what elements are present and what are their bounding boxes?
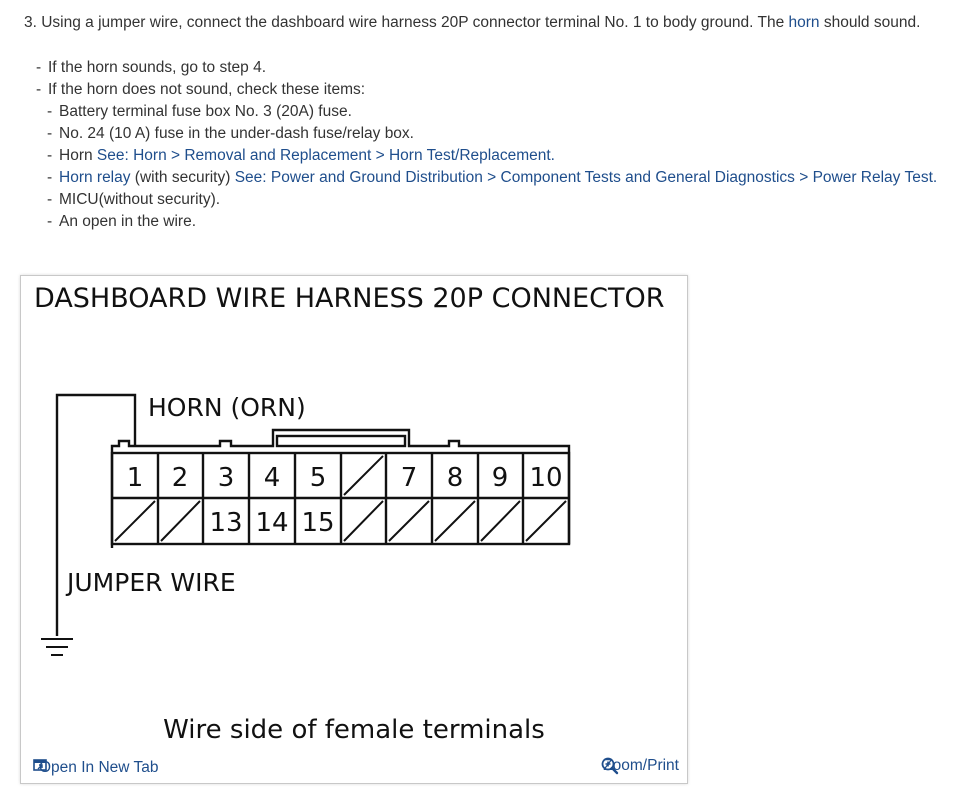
power-relay-test-link[interactable]: See: Power and Ground Distribution > Com…: [234, 169, 938, 186]
ground-symbol-icon: [41, 638, 73, 656]
list-item: -If the horn sounds, go to step 4.: [36, 57, 937, 79]
zoom-print-button[interactable]: Zoom/Print: [601, 757, 679, 775]
connector-outline-top: [110, 428, 571, 548]
horn-test-link[interactable]: See: Horn > Removal and Replacement > Ho…: [96, 147, 555, 164]
terminal-7-label: 7: [401, 463, 418, 493]
list-item-text: Battery terminal fuse box No. 3 (20A) fu…: [59, 103, 352, 120]
diagram-caption: Wire side of female terminals: [163, 715, 545, 745]
list-dash: -: [47, 191, 53, 208]
jumper-wire-label: JUMPER WIRE: [65, 568, 236, 597]
connector-lock-tab: [275, 434, 407, 448]
list-dash: -: [47, 213, 53, 230]
list-dash: -: [36, 59, 42, 76]
list-item-text: If the horn sounds, go to step 4.: [48, 59, 267, 76]
list-dash: -: [47, 147, 53, 164]
list-item-text: Horn: [59, 147, 97, 164]
sub-list-item: -Horn See: Horn > Removal and Replacemen…: [36, 145, 937, 167]
horn-relay-link[interactable]: Horn relay: [59, 169, 131, 186]
sub-list-item: -No. 24 (10 A) fuse in the under-dash fu…: [36, 123, 937, 145]
figure-footer: Open In New Tab Zoom/Print: [21, 753, 687, 783]
open-in-new-tab-button[interactable]: Open In New Tab: [33, 759, 158, 777]
step-3-instruction: 3. Using a jumper wire, connect the dash…: [24, 13, 920, 33]
list-dash: -: [47, 169, 53, 186]
list-item-text: (with security): [130, 169, 235, 186]
terminal-10-label: 10: [529, 463, 562, 493]
zoom-print-label: Zoom/Print: [603, 757, 679, 774]
step-text-after: should sound.: [819, 14, 921, 31]
terminal-4-label: 4: [264, 463, 281, 493]
sub-list-item: -An open in the wire.: [36, 211, 937, 233]
blank-cavity-slashes: [114, 455, 567, 542]
terminal-13-label: 13: [209, 508, 242, 538]
terminal-5-label: 5: [310, 463, 327, 493]
terminal-8-label: 8: [447, 463, 464, 493]
terminal-14-label: 14: [255, 508, 288, 538]
terminal-2-label: 2: [172, 463, 189, 493]
diagram-title: DASHBOARD WIRE HARNESS 20P CONNECTOR: [34, 283, 665, 314]
connector-diagram: DASHBOARD WIRE HARNESS 20P CONNECTOR HOR…: [34, 283, 665, 745]
horn-orn-label: HORN (ORN): [148, 393, 306, 422]
terminal-numbers: 1 2 3 4 5 7 8 9 10 13 14 15: [127, 463, 563, 538]
check-list: -If the horn sounds, go to step 4. -If t…: [36, 57, 937, 233]
step-text-before: 3. Using a jumper wire, connect the dash…: [24, 14, 789, 31]
connector-column-dividers: [156, 453, 525, 544]
list-dash: -: [47, 103, 53, 120]
list-item-text: If the horn does not sound, check these …: [48, 81, 366, 98]
sub-list-item: -Battery terminal fuse box No. 3 (20A) f…: [36, 101, 937, 123]
list-item-text: MICU(without security).: [59, 191, 221, 208]
open-in-new-tab-label: Open In New Tab: [39, 759, 159, 776]
list-item-text: An open in the wire.: [59, 213, 197, 230]
list-item-text: No. 24 (10 A) fuse in the under-dash fus…: [59, 125, 414, 142]
sub-list-item: -MICU(without security).: [36, 189, 937, 211]
list-item: -If the horn does not sound, check these…: [36, 79, 937, 101]
jumper-wire: [55, 393, 137, 636]
connector-diagram-figure: DASHBOARD WIRE HARNESS 20P CONNECTOR HOR…: [20, 275, 688, 784]
list-dash: -: [36, 81, 42, 98]
list-dash: -: [47, 125, 53, 142]
terminal-3-label: 3: [218, 463, 235, 493]
horn-link[interactable]: horn: [788, 14, 820, 31]
terminal-9-label: 9: [492, 463, 509, 493]
sub-list-item: -Horn relay (with security) See: Power a…: [36, 167, 937, 189]
terminal-1-label: 1: [127, 463, 144, 493]
terminal-15-label: 15: [301, 508, 334, 538]
